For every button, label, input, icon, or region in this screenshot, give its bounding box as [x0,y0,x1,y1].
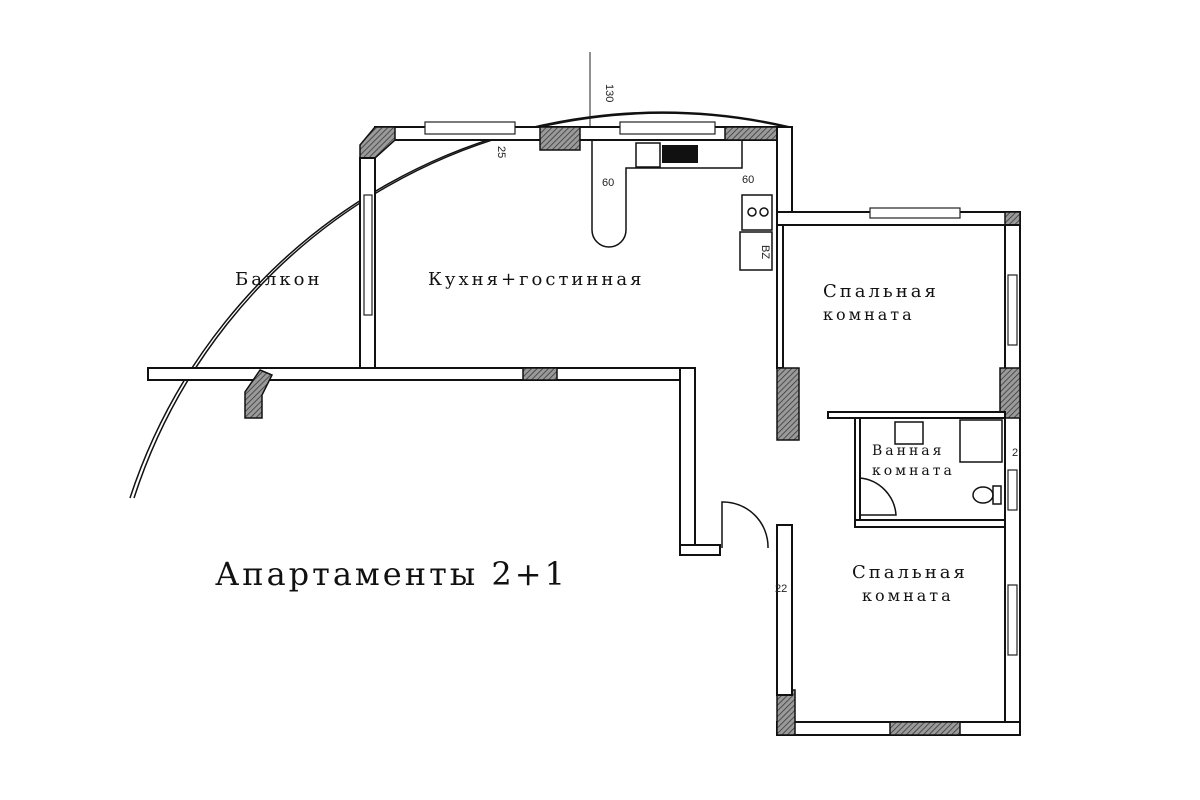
kitchen-label: Кухня+гостинная [428,269,645,290]
toilet-icon [972,486,994,504]
balcony-railing-arc [129,52,791,499]
bathroom-door[interactable] [859,477,897,516]
arc-dimension: 130 [603,84,615,102]
entrance-door[interactable] [721,501,769,549]
bedroom1-label-line2: комната [823,305,915,324]
bedroom2-label-line2: комната [862,586,954,605]
sink-icon [635,142,661,168]
bedroom2-label-line1: Спальная [852,562,968,583]
shower-icon [959,419,1003,463]
counter-dimension: 60 [742,174,754,186]
bathroom-fixtures: 2 22 [775,419,1018,595]
bedroom-dimension: 22 [775,583,787,595]
bathroom-label-line1: Ванная [872,443,944,459]
boiler-box [739,231,773,271]
kitchen-fixtures: BZ 60 60 25 130 [495,84,773,271]
bathroom-label-line2: комната [872,463,955,479]
walls [147,121,1021,736]
island-dimension: 60 [602,177,614,189]
plan-title: Апартаменты 2+1 [215,555,568,593]
dishwasher-icon [662,145,698,163]
washbasin-icon [894,421,924,445]
balcony-label: Балкон [235,269,322,290]
bedroom1-label-line1: Спальная [823,281,939,302]
boiler-label: BZ [759,245,771,259]
bath-dimension: 2 [1012,447,1018,459]
window-dimension: 25 [495,146,507,158]
stove-icon [741,194,773,231]
